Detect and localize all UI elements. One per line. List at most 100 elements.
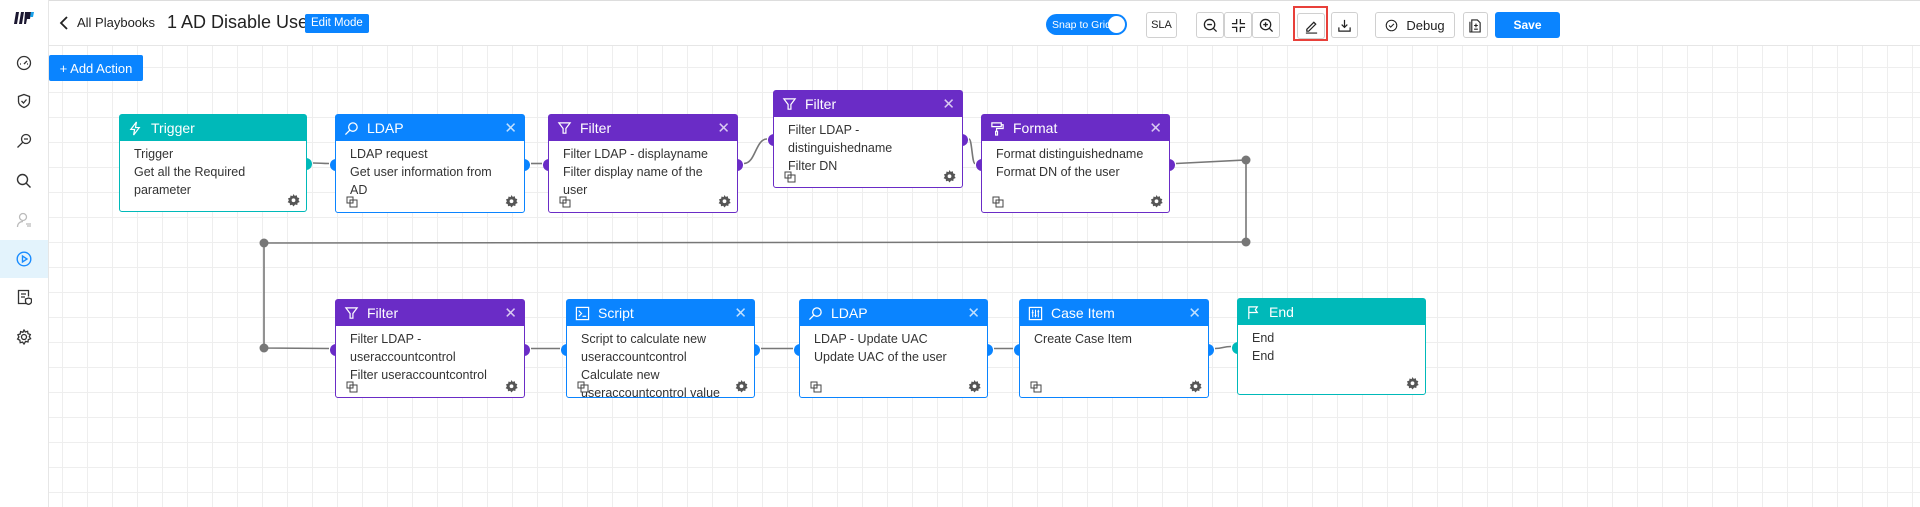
edit-button[interactable] <box>1297 13 1325 39</box>
gear-icon[interactable] <box>718 195 731 208</box>
logo[interactable] <box>0 0 48 36</box>
node-header[interactable]: LDAP ✕ <box>800 300 987 326</box>
close-icon[interactable]: ✕ <box>942 96 955 113</box>
input-port[interactable] <box>1232 341 1238 354</box>
output-port[interactable] <box>524 158 530 171</box>
output-port[interactable] <box>987 343 993 356</box>
zoom-out-button[interactable] <box>1196 12 1224 38</box>
sidebar-item-dashboard[interactable] <box>0 44 48 82</box>
copy-icon[interactable] <box>346 196 358 208</box>
node-header[interactable]: Format ✕ <box>982 115 1169 141</box>
input-port[interactable] <box>330 158 336 171</box>
connection-line[interactable] <box>743 138 768 165</box>
copy-icon[interactable] <box>784 171 796 183</box>
close-icon[interactable]: ✕ <box>1188 305 1201 322</box>
zoom-in-button[interactable] <box>1252 12 1280 38</box>
export-button[interactable] <box>1331 12 1358 38</box>
zoom-out-icon <box>1203 18 1217 32</box>
node-header[interactable]: Filter ✕ <box>774 91 962 117</box>
sla-button[interactable]: SLA <box>1146 12 1177 38</box>
gear-icon[interactable] <box>968 380 981 393</box>
junction-point[interactable] <box>259 343 269 353</box>
versions-button[interactable] <box>1463 12 1488 38</box>
sidebar-item-users[interactable] <box>0 201 48 239</box>
output-port[interactable] <box>754 343 760 356</box>
junction-point[interactable] <box>259 238 269 248</box>
input-port[interactable] <box>794 343 800 356</box>
gear-icon[interactable] <box>505 380 518 393</box>
sidebar-item-settings[interactable] <box>0 318 48 356</box>
node-header[interactable]: Trigger <box>120 115 306 141</box>
junction-point[interactable] <box>1241 155 1251 165</box>
input-port[interactable] <box>330 343 336 356</box>
close-icon[interactable]: ✕ <box>504 120 517 137</box>
node-text: Filter LDAP - displayname <box>563 147 708 161</box>
node-header[interactable]: End <box>1238 299 1425 325</box>
gear-icon[interactable] <box>505 195 518 208</box>
output-port[interactable] <box>1169 158 1175 171</box>
save-button[interactable]: Save <box>1495 12 1560 38</box>
node-header[interactable]: Filter ✕ <box>336 300 524 326</box>
copy-icon[interactable] <box>992 196 1004 208</box>
output-port[interactable] <box>1208 343 1214 356</box>
output-port[interactable] <box>737 158 743 171</box>
junction-point[interactable] <box>1241 237 1251 247</box>
output-port[interactable] <box>306 158 312 170</box>
node-header[interactable]: Script ✕ <box>567 300 754 326</box>
connection-line[interactable] <box>263 159 1247 350</box>
copy-icon[interactable] <box>577 381 589 393</box>
node-title: End <box>1269 304 1294 320</box>
gear-icon[interactable] <box>943 170 956 183</box>
close-icon[interactable]: ✕ <box>717 120 730 137</box>
node-script[interactable]: Script ✕ Script to calculate new useracc… <box>561 299 760 400</box>
node-header[interactable]: Case Item ✕ <box>1020 300 1208 326</box>
input-port[interactable] <box>543 158 549 171</box>
input-port[interactable] <box>561 343 567 356</box>
connection-line[interactable] <box>1214 345 1232 350</box>
close-icon[interactable]: ✕ <box>734 305 747 322</box>
back-link[interactable]: All Playbooks <box>59 15 155 30</box>
gear-icon[interactable] <box>1406 377 1419 390</box>
copy-icon[interactable] <box>346 381 358 393</box>
close-icon[interactable]: ✕ <box>967 305 980 322</box>
close-icon[interactable]: ✕ <box>504 305 517 322</box>
sidebar-item-investigate[interactable] <box>0 122 48 160</box>
connection-line[interactable] <box>312 162 330 165</box>
node-header[interactable]: Filter ✕ <box>549 115 737 141</box>
input-port[interactable] <box>1014 343 1020 356</box>
node-case-item[interactable]: Case Item ✕ Create Case Item <box>1014 299 1214 398</box>
gear-icon[interactable] <box>735 380 748 393</box>
close-icon[interactable]: ✕ <box>1149 120 1162 137</box>
sidebar-item-search[interactable] <box>0 162 48 200</box>
sidebar-item-cases[interactable] <box>0 82 48 120</box>
add-action-button[interactable]: + Add Action <box>49 55 143 81</box>
gear-icon[interactable] <box>287 194 300 207</box>
input-port[interactable] <box>768 134 774 146</box>
copy-icon[interactable] <box>559 196 571 208</box>
output-port[interactable] <box>524 343 530 356</box>
fit-screen-button[interactable] <box>1224 12 1252 38</box>
node-header[interactable]: LDAP ✕ <box>336 115 524 141</box>
sidebar-item-reports[interactable] <box>0 278 48 316</box>
connections <box>259 138 1251 353</box>
node-filter[interactable]: Filter ✕ Filter LDAP - useraccountcontro… <box>330 299 530 398</box>
input-port[interactable] <box>976 158 982 171</box>
gear-icon[interactable] <box>1189 380 1202 393</box>
copy-icon[interactable] <box>810 381 822 393</box>
node-filter[interactable]: Filter ✕ Filter LDAP - distinguishedname… <box>768 90 968 188</box>
output-port[interactable] <box>962 134 968 146</box>
snap-to-grid-toggle[interactable]: Snap to Grid <box>1046 14 1127 35</box>
debug-button[interactable]: Debug <box>1375 12 1455 38</box>
gear-icon[interactable] <box>1150 195 1163 208</box>
sidebar-item-playbooks[interactable] <box>0 240 48 278</box>
copy-icon[interactable] <box>1030 381 1042 393</box>
connection-line[interactable] <box>968 138 976 165</box>
